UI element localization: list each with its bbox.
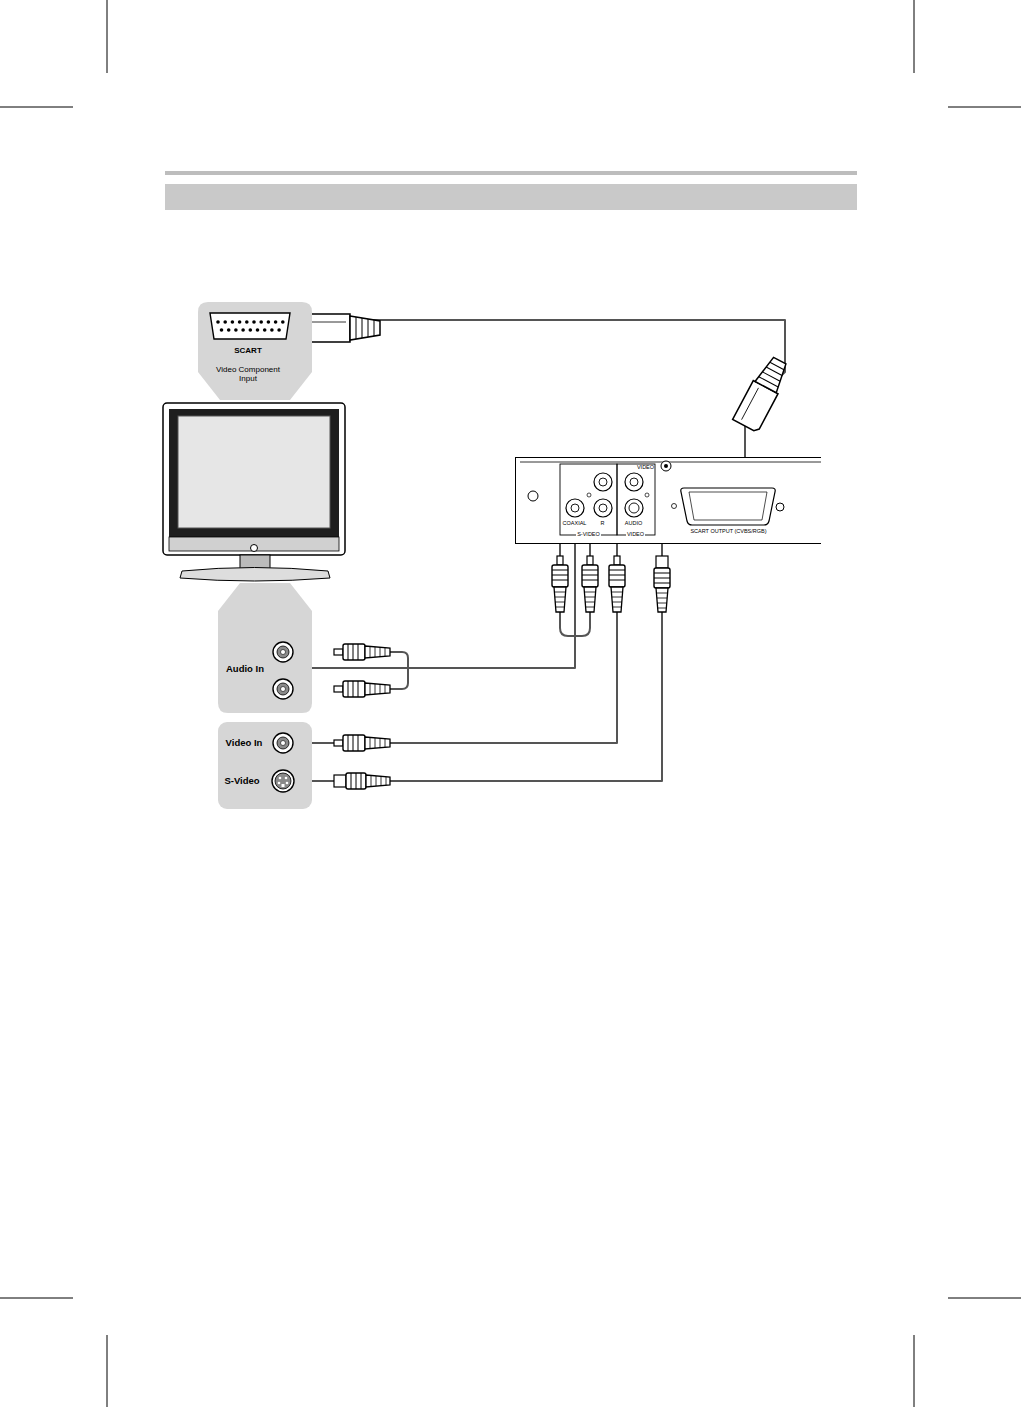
tv-set: [163, 403, 345, 581]
dvd-player-body: [515, 457, 821, 544]
cable: [312, 544, 617, 743]
jack-label: VIDEO: [637, 464, 654, 470]
cable: [312, 544, 662, 781]
group-label: S-VIDEO: [576, 531, 601, 537]
video-input-panel: Video In S-Video: [218, 722, 312, 809]
input-label: Audio In: [226, 664, 264, 675]
port-description: Video Component Input: [207, 365, 289, 383]
group-label: VIDEO: [626, 531, 645, 537]
panel-shape: [218, 583, 312, 713]
dvd-rear-panel: VIDEO COAXIAL R AUDIO S-VIDEO VIDEO SCART OUTP…: [515, 457, 821, 544]
jack-label: AUDIO: [625, 520, 642, 526]
audio-input-panel: Audio In: [218, 583, 312, 713]
scart-plugs: [306, 314, 792, 433]
jack-label: COAXIAL: [563, 520, 587, 526]
header-band: [165, 171, 857, 210]
dvd-side-plugs: [552, 556, 670, 612]
input-label: Video In: [226, 738, 263, 749]
input-label: S-Video: [224, 776, 259, 787]
cable: [312, 320, 785, 457]
audio-wire-split: [390, 544, 590, 689]
port-label: SCART: [234, 346, 262, 355]
panel-shape: [218, 722, 312, 809]
cable: [312, 544, 575, 668]
tv-side-plugs: [334, 644, 390, 789]
jack-label: R: [601, 520, 605, 526]
port-label: SCART OUTPUT (CVBS/RGB): [690, 528, 766, 534]
scart-input-panel: SCART Video Component Input: [198, 302, 312, 402]
